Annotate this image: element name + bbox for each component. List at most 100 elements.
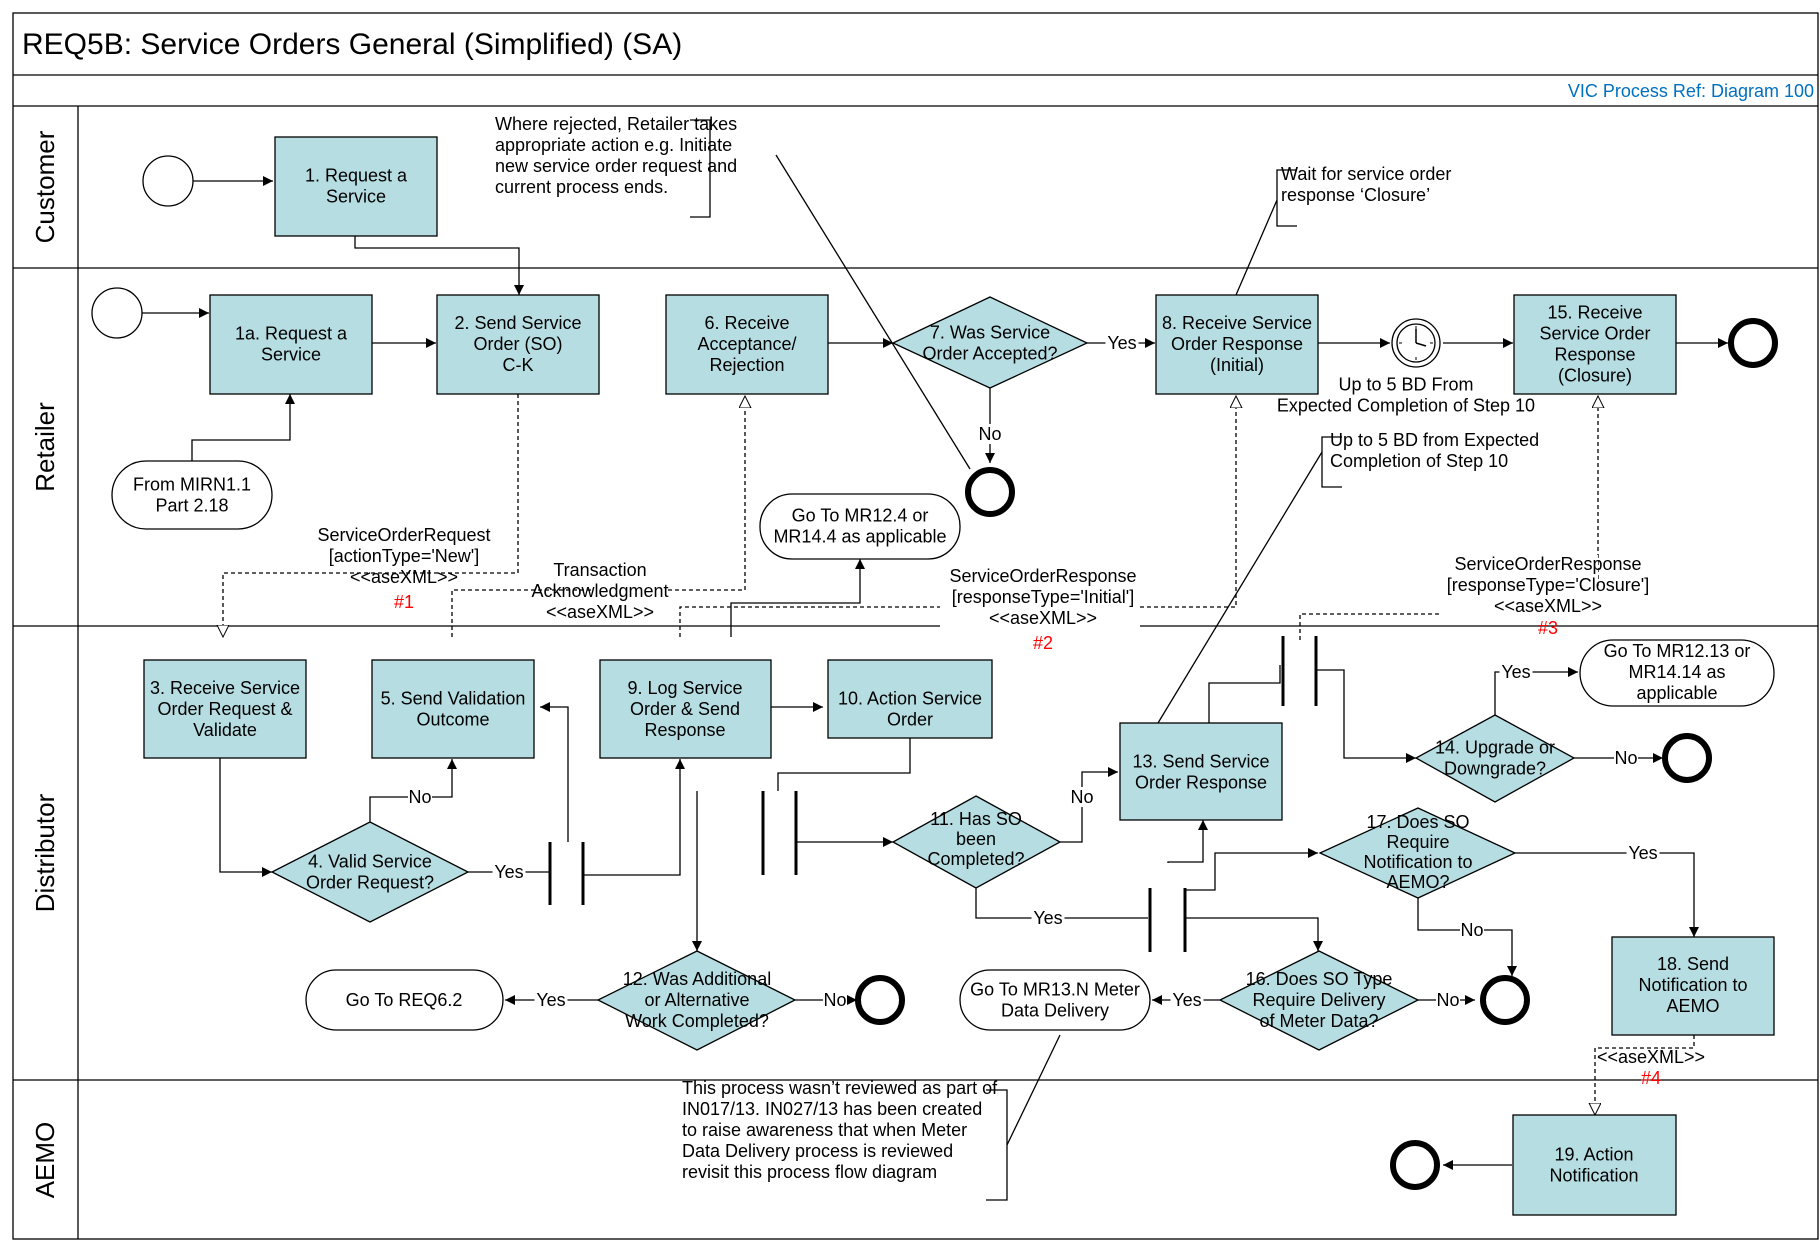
label-11-no-bg (1070, 787, 1094, 807)
note-bracket-rejected (690, 119, 711, 218)
decision-16-meter-data (1218, 950, 1420, 1051)
flow-bar4-to-14 (1316, 669, 1416, 763)
decision-12-additional-work (596, 950, 797, 1051)
label-7-yes: Yes (1107, 333, 1136, 353)
task-19-action-notification (1512, 1114, 1677, 1216)
msg-1-ref: #1 (394, 592, 414, 612)
label-4-no: No (408, 787, 431, 807)
end-event-rejected (965, 467, 1015, 517)
timer-event (1391, 318, 1441, 368)
closure-label-bg (1442, 555, 1598, 625)
label-12-yes: Yes (536, 990, 565, 1010)
label-12-yes-bg (534, 990, 568, 1010)
msg-3-label: ServiceOrderResponse[responseType='Closu… (1447, 554, 1649, 616)
label-7-no-bg (978, 424, 1002, 444)
note-bracket-review (986, 1089, 1008, 1201)
flow-1-to-2 (354, 236, 524, 295)
flow-9-to-mr12-4 (730, 559, 865, 637)
task-1a-request-service (209, 294, 373, 395)
lane-label-retailer: Retailer (30, 402, 60, 492)
flow-bar-to-5 (540, 702, 569, 842)
term-from-mirn (111, 460, 273, 530)
flow-bar3-to-16 (1185, 917, 1323, 951)
label-17-no-bg (1460, 920, 1484, 940)
decision-14-upgrade (1414, 714, 1576, 803)
label-16-no-bg (1436, 990, 1460, 1010)
task-2-send-service-order (436, 294, 600, 395)
txn-label-bg (592, 563, 668, 621)
end-event-14 (1662, 733, 1712, 783)
task-18-send-notification (1611, 936, 1775, 1036)
label-7-no: No (978, 424, 1001, 444)
flow-11-to-bar3-yes (975, 888, 1148, 919)
end-event-16-17 (1480, 975, 1530, 1025)
flow-bar-to-9 (583, 759, 685, 876)
msg-service-order-request (223, 394, 519, 637)
process-ref: VIC Process Ref: Diagram 100 (1568, 81, 1814, 101)
end-event-retailer (1728, 318, 1778, 368)
diagram-title: REQ5B: Service Orders General (Simplifie… (22, 28, 682, 61)
label-12-no-bg (823, 990, 847, 1010)
flow-mirn-to-1a (191, 394, 295, 461)
label-14-no-bg (1614, 748, 1638, 768)
note-bracket-upto5 (1321, 436, 1342, 488)
flow-10-to-bar2 (777, 738, 911, 791)
initial-label-bg (940, 565, 1140, 633)
lane-label-distributor: Distributor (30, 793, 60, 912)
task-10-action-service-order (827, 659, 993, 739)
label-11-yes-bg (1031, 908, 1065, 928)
label-11-no: No (1070, 787, 1093, 807)
label-17-yes: Yes (1628, 843, 1657, 863)
label-7-yes-bg (1105, 333, 1139, 353)
task-13-send-response (1119, 722, 1283, 821)
msg-2-ref: #2 (1033, 633, 1053, 653)
label-16-yes: Yes (1172, 990, 1201, 1010)
note-line-rejected (775, 154, 971, 470)
label-4-yes: Yes (494, 862, 523, 882)
label-14-yes-bg (1499, 662, 1533, 682)
note-line-review (1006, 1034, 1061, 1146)
end-event-aemo (1390, 1140, 1440, 1190)
go-req6-2-label: Go To REQ6.2 (346, 990, 463, 1010)
msg-1-label: ServiceOrderRequest[actionType='New']<<a… (317, 525, 490, 587)
label-4-yes-bg (492, 862, 526, 882)
flow-17-to-18-yes (1515, 852, 1699, 937)
msg-4-label: <<aseXML>> (1597, 1047, 1705, 1067)
note-line-upto5 (1157, 451, 1323, 724)
label-17-no: No (1460, 920, 1483, 940)
task-9-log-service-order (599, 659, 772, 759)
term-go-req6-2 (305, 969, 504, 1031)
label-14-yes: Yes (1501, 662, 1530, 682)
flow-13-to-bar4 (1208, 665, 1281, 723)
flow-14-to-mr12-13-yes (1494, 667, 1578, 715)
msg-txn-ack-right (668, 396, 745, 591)
msg-initial-right (1140, 396, 1236, 608)
msg-4-ref: #4 (1641, 1068, 1661, 1088)
label-12-no: No (823, 990, 846, 1010)
note-line-wait (1235, 199, 1278, 296)
flow-bar3-to-13 (1167, 820, 1208, 863)
term-go-mr13 (959, 969, 1151, 1031)
label-4-no-bg (408, 787, 432, 807)
task-3-receive-request (143, 659, 307, 759)
